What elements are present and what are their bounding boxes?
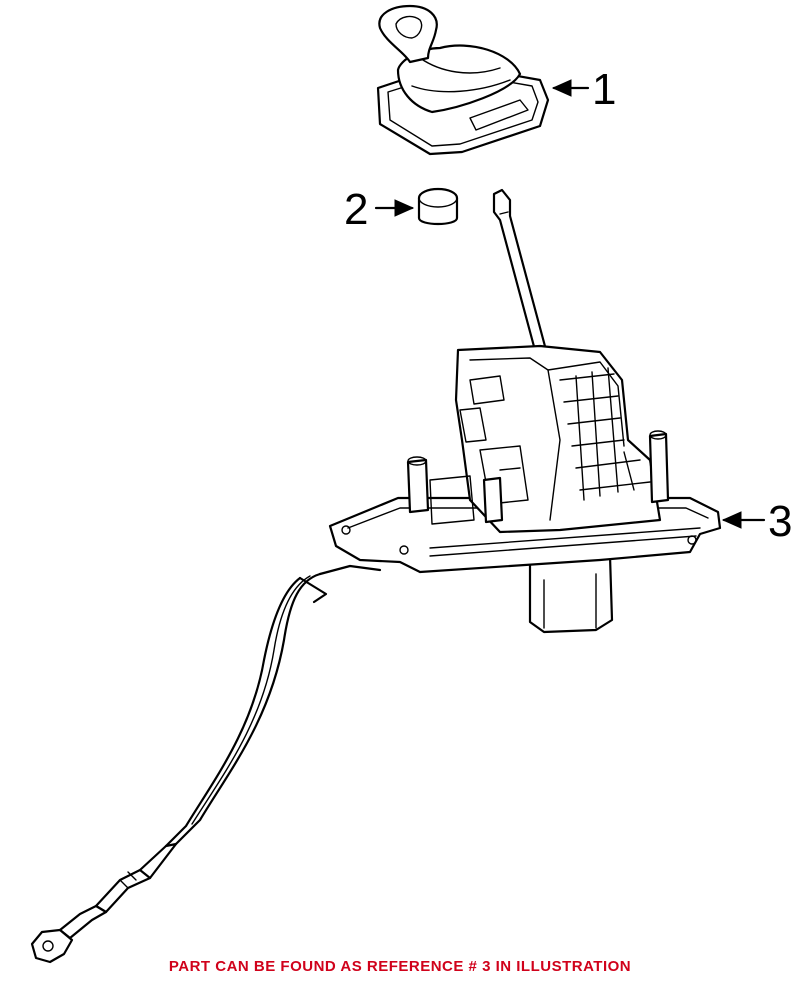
callout-2: 2 xyxy=(344,185,415,234)
part-3-shifter-assembly xyxy=(328,188,722,634)
callout-1: 1 xyxy=(551,65,616,114)
callout-1-number: 1 xyxy=(592,65,616,114)
callout-3: 3 xyxy=(721,497,792,546)
part-1-shift-boot xyxy=(376,4,550,156)
part-2-cap xyxy=(417,187,459,226)
reference-note: PART CAN BE FOUND AS REFERENCE # 3 IN IL… xyxy=(168,958,632,975)
callout-3-number: 3 xyxy=(768,497,792,546)
callout-2-number: 2 xyxy=(344,185,368,234)
shift-cable xyxy=(30,564,382,964)
